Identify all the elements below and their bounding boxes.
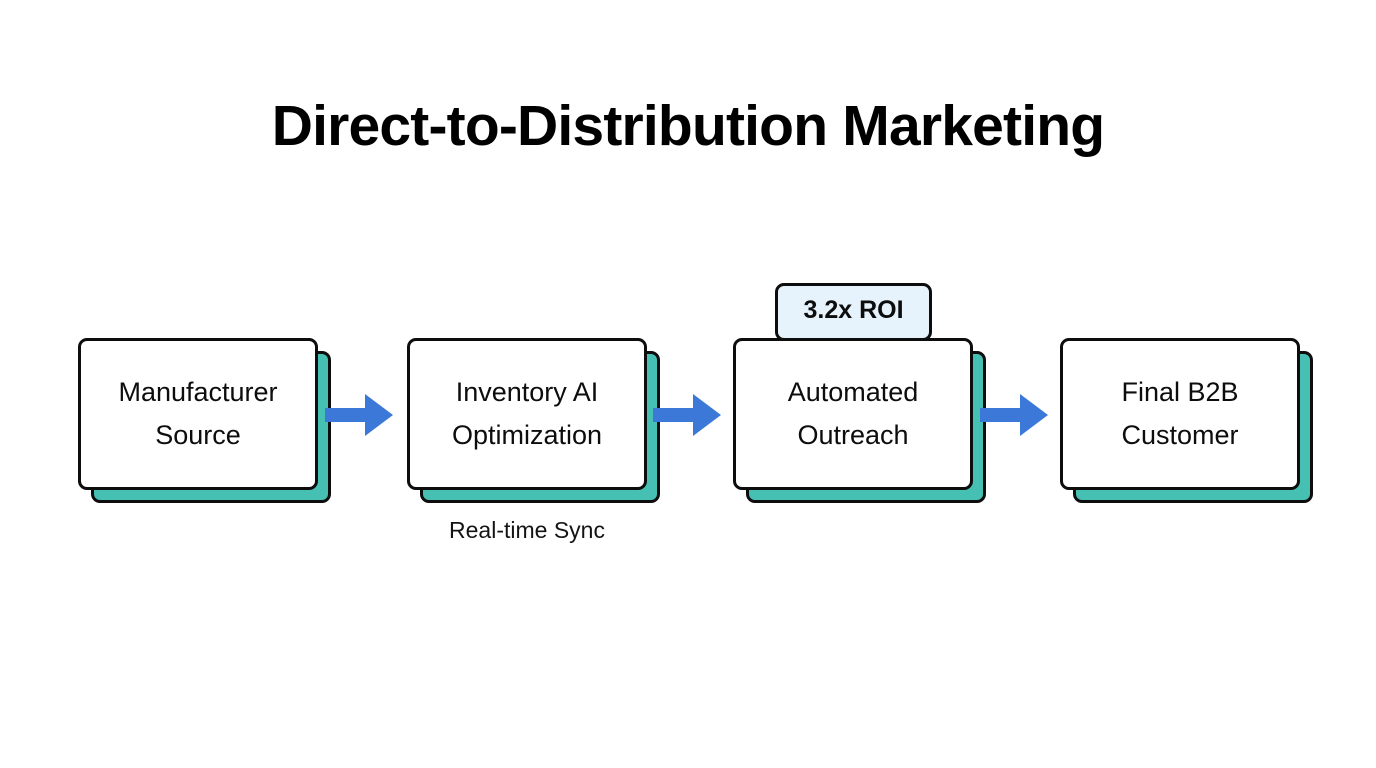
node-card: Manufacturer Source — [78, 338, 318, 490]
node-label: Manufacturer Source — [118, 377, 278, 450]
roi-badge: 3.2x ROI — [775, 283, 932, 341]
node-card: Final B2B Customer — [1060, 338, 1300, 490]
edge-caption-real-time-sync: Real-time Sync — [449, 517, 605, 543]
node-label: Automated Outreach — [787, 377, 919, 450]
page-title: Direct-to-Distribution Marketing — [271, 94, 1105, 158]
process-node-automated-outreach[interactable]: Automated Outreach — [733, 338, 986, 503]
process-node-inventory-ai-optimization[interactable]: Inventory AI Optimization — [407, 338, 660, 503]
process-node-final-b2b-customer[interactable]: Final B2B Customer — [1060, 338, 1313, 503]
node-card: Inventory AI Optimization — [407, 338, 647, 490]
roi-badge-label: 3.2x ROI — [803, 295, 904, 324]
node-label: Inventory AI Optimization — [451, 377, 603, 450]
node-label: Final B2B Customer — [1121, 377, 1239, 450]
flow-arrow-icon — [325, 392, 393, 438]
process-node-manufacturer-source[interactable]: Manufacturer Source — [78, 338, 331, 503]
node-card: Automated Outreach — [733, 338, 973, 490]
flow-arrow-icon — [653, 392, 721, 438]
flow-arrow-icon — [980, 392, 1048, 438]
